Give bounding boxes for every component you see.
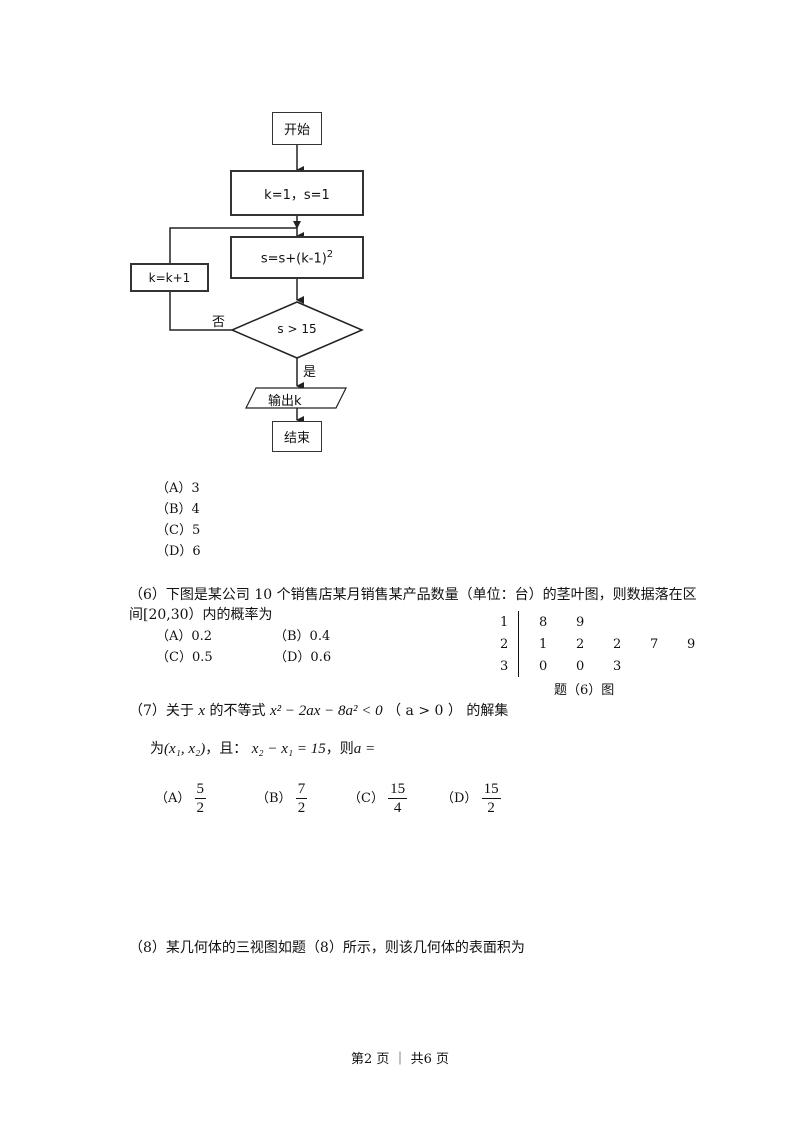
loop-line-upper [169, 221, 301, 263]
increment-node: k=k+1 [130, 263, 209, 292]
q7-variable-a: a = [353, 741, 376, 757]
flowchart-connectors [169, 145, 364, 424]
q6-option-a: （A）0.2 [156, 629, 213, 644]
leaf-value: 2 [613, 636, 622, 652]
end-node: 结束 [272, 421, 322, 452]
stem-leaf-plot: 1 8 9 2 1 2 2 7 9 3 0 0 3 [500, 611, 698, 677]
fraction-numerator: 7 [295, 781, 308, 799]
start-label: 开始 [283, 123, 310, 138]
q7-line2-mid: ，且： [205, 741, 248, 757]
output-label: 输出k [268, 394, 302, 409]
q7-option-b: （B） 7 2 [256, 780, 308, 817]
leaf-value: 9 [687, 636, 696, 652]
q5-option-d: （D）6 [156, 544, 201, 559]
q7-option-c-fraction: 15 4 [388, 780, 408, 817]
update-node: s=s+(k-1)2 [230, 236, 364, 279]
page-footer: 第2 页 ｜ 共6 页 [350, 1052, 450, 1067]
q7-variable-x: x [198, 703, 206, 719]
q6-option-b: （B）0.4 [274, 629, 331, 644]
stem-leaf-row: 3 0 0 3 [500, 655, 697, 677]
output-parallelogram [245, 387, 347, 409]
leaf-value: 9 [576, 614, 585, 630]
fraction-numerator: 15 [481, 781, 501, 799]
q7-equation: x₂ − x₁ = 15 [251, 741, 326, 757]
leaf-value: 1 [539, 636, 548, 652]
yes-label: 是 [303, 365, 317, 380]
q7-option-d-label: （D） [441, 791, 478, 806]
q7-condition: （ a > 0 ） [387, 703, 462, 719]
fraction-numerator: 5 [194, 781, 207, 799]
q5-option-c: （C）5 [156, 523, 201, 538]
q7-suffix: 的解集 [466, 703, 509, 719]
stem-value: 3 [500, 658, 509, 674]
q7-option-d: （D） 15 2 [441, 780, 501, 817]
end-label: 结束 [283, 431, 310, 446]
q8-text: （8）某几何体的三视图如题（8）所示，则该几何体的表面积为 [129, 940, 525, 956]
q7-prefix: （7）关于 [129, 703, 194, 719]
stem-leaf-row: 1 8 9 [500, 611, 697, 633]
q7-text-line2: 为(x₁, x₂)，且： x₂ − x₁ = 15，则a = [150, 738, 375, 758]
stem-value: 1 [500, 614, 509, 630]
leaf-value: 3 [613, 658, 622, 674]
leaf-value: 8 [539, 614, 548, 630]
q7-option-c-label: （C） [348, 791, 384, 806]
no-label: 否 [212, 315, 226, 330]
q7-inequality: x² − 2ax − 8a² < 0 [269, 703, 383, 719]
loop-line-lower [169, 292, 232, 331]
leaf-value: 0 [539, 658, 548, 674]
q5-option-a: （A）3 [156, 481, 200, 496]
q7-text-mid: 的不等式 [209, 703, 266, 719]
update-exponent: 2 [326, 248, 334, 260]
q6-text-line1: （6）下图是某公司 10 个销售店某月销售某产品数量（单位：台）的茎叶图，则数据… [129, 587, 697, 603]
fraction-numerator: 15 [388, 781, 408, 799]
stem-leaf-row: 2 1 2 2 7 9 [500, 633, 697, 655]
q6-option-d: （D）0.6 [274, 650, 332, 665]
stem-leaf-caption: 题（6）图 [554, 683, 615, 698]
init-label: k=1，s=1 [264, 187, 330, 203]
q7-option-b-label: （B） [256, 791, 292, 806]
leaf-value: 2 [576, 636, 585, 652]
q7-line2-prefix: 为 [150, 741, 164, 757]
increment-label: k=k+1 [148, 270, 191, 285]
fraction-denominator: 2 [297, 800, 306, 816]
stem-value: 2 [500, 636, 509, 652]
leaf-value: 0 [576, 658, 585, 674]
update-label: s=s+(k-1)2 [260, 248, 334, 267]
q7-option-a: （A） 5 2 [155, 780, 207, 817]
leaf-value: 7 [650, 636, 659, 652]
q7-text-line1: （7）关于 x 的不等式 x² − 2ax − 8a² < 0 （ a > 0 … [129, 700, 508, 720]
q6-text-line2: 间[20,30）内的概率为 [129, 607, 273, 623]
fraction-denominator: 4 [393, 800, 402, 816]
q7-option-c: （C） 15 4 [348, 780, 408, 817]
start-node: 开始 [272, 112, 322, 145]
q7-option-a-fraction: 5 2 [194, 780, 207, 817]
q7-option-a-label: （A） [155, 791, 191, 806]
q7-interval: (x₁, x₂) [164, 741, 206, 757]
q7-option-d-fraction: 15 2 [481, 780, 501, 817]
q5-option-b: （B）4 [156, 502, 200, 517]
init-node: k=1，s=1 [230, 170, 364, 216]
condition-label: s > 15 [277, 322, 317, 336]
q7-option-b-fraction: 7 2 [295, 780, 308, 817]
fraction-denominator: 2 [487, 800, 495, 816]
q6-option-c: （C）0.5 [156, 650, 213, 665]
q7-line2-tail: ，则 [325, 741, 354, 757]
fraction-denominator: 2 [196, 800, 205, 816]
